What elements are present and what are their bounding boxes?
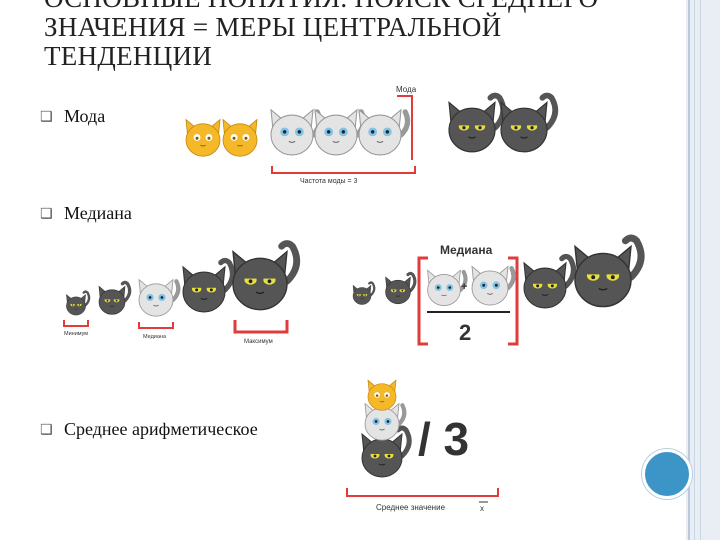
gray-cat-icon: [575, 238, 641, 307]
orange-cat-icon: [185, 119, 221, 157]
white-cat-icon: [428, 270, 466, 305]
gray-cat-icon: [449, 96, 503, 152]
minimum-bracket: [63, 320, 89, 327]
right-border-decoration: [686, 0, 720, 540]
divisor-two: 2: [459, 320, 471, 345]
bullet-mean: ❑ Среднее арифметическое: [40, 419, 258, 440]
x-bar-symbol: x: [480, 504, 484, 513]
title-line-1: ОСНОВНЫЕ ПОНЯТИЯ. ПОИСК СРЕДНЕГО: [44, 0, 644, 13]
slide-title: ОСНОВНЫЕ ПОНЯТИЯ. ПОИСК СРЕДНЕГО ЗНАЧЕНИ…: [44, 0, 644, 71]
mode-illustration: Мода Частота моды = 3: [185, 85, 555, 185]
accent-circle-button[interactable]: [642, 449, 692, 499]
mean-bracket: [346, 488, 499, 497]
median-left-bracket: [417, 256, 428, 346]
mean-illustration: / 3 Среднее значение x: [346, 379, 499, 513]
median-average-illustration: Медиана + 2: [351, 238, 641, 346]
bullet-text: Медиана: [64, 203, 132, 223]
plus-sign: +: [461, 281, 467, 293]
bullet-mode: ❑ Мода: [40, 106, 105, 127]
checkbox-icon: ❑: [40, 205, 53, 222]
median-title: Медиана: [440, 243, 493, 257]
white-cat-icon: [139, 280, 178, 317]
white-cat-icon: [359, 110, 408, 155]
white-cat-icon: [315, 110, 364, 155]
median-right-bracket: [508, 256, 519, 346]
checkbox-icon: ❑: [40, 421, 53, 438]
title-line-3: ТЕНДЕНЦИИ: [44, 41, 213, 71]
white-cat-icon: [271, 110, 320, 155]
median-sorted-illustration: Минимум Медиана Максимум: [63, 244, 297, 345]
orange-cat-icon: [367, 379, 397, 411]
minimum-label: Минимум: [64, 331, 88, 337]
mode-label: Мода: [396, 85, 417, 94]
mode-bracket: [397, 95, 413, 160]
maximum-label: Максимум: [244, 339, 273, 345]
mean-caption: Среднее значение: [376, 503, 446, 512]
gray-cat-icon: [97, 280, 132, 316]
frequency-bracket: [271, 166, 416, 174]
maximum-bracket: [233, 320, 289, 334]
title-line-2: ЗНАЧЕНИЯ = МЕРЫ ЦЕНТРАЛЬНОЙ: [44, 12, 502, 42]
division-by-three: / 3: [418, 413, 469, 465]
median-bracket: [138, 322, 174, 329]
white-cat-icon: [472, 266, 514, 305]
bullet-median: ❑ Медиана: [40, 203, 132, 224]
bullet-text: Мода: [64, 106, 106, 126]
median-label: Медиана: [143, 334, 167, 340]
gray-cat-icon: [233, 244, 297, 310]
frequency-caption: Частота моды = 3: [300, 178, 358, 185]
gray-cat-icon: [65, 290, 91, 317]
gray-cat-icon: [524, 257, 574, 308]
checkbox-icon: ❑: [40, 108, 53, 125]
gray-cat-icon: [501, 96, 555, 152]
gray-cat-icon: [183, 261, 233, 312]
gray-cat-icon: [351, 281, 376, 306]
gray-cat-icon: [384, 271, 417, 306]
bullet-text: Среднее арифметическое: [64, 419, 258, 439]
orange-cat-icon: [222, 119, 258, 157]
